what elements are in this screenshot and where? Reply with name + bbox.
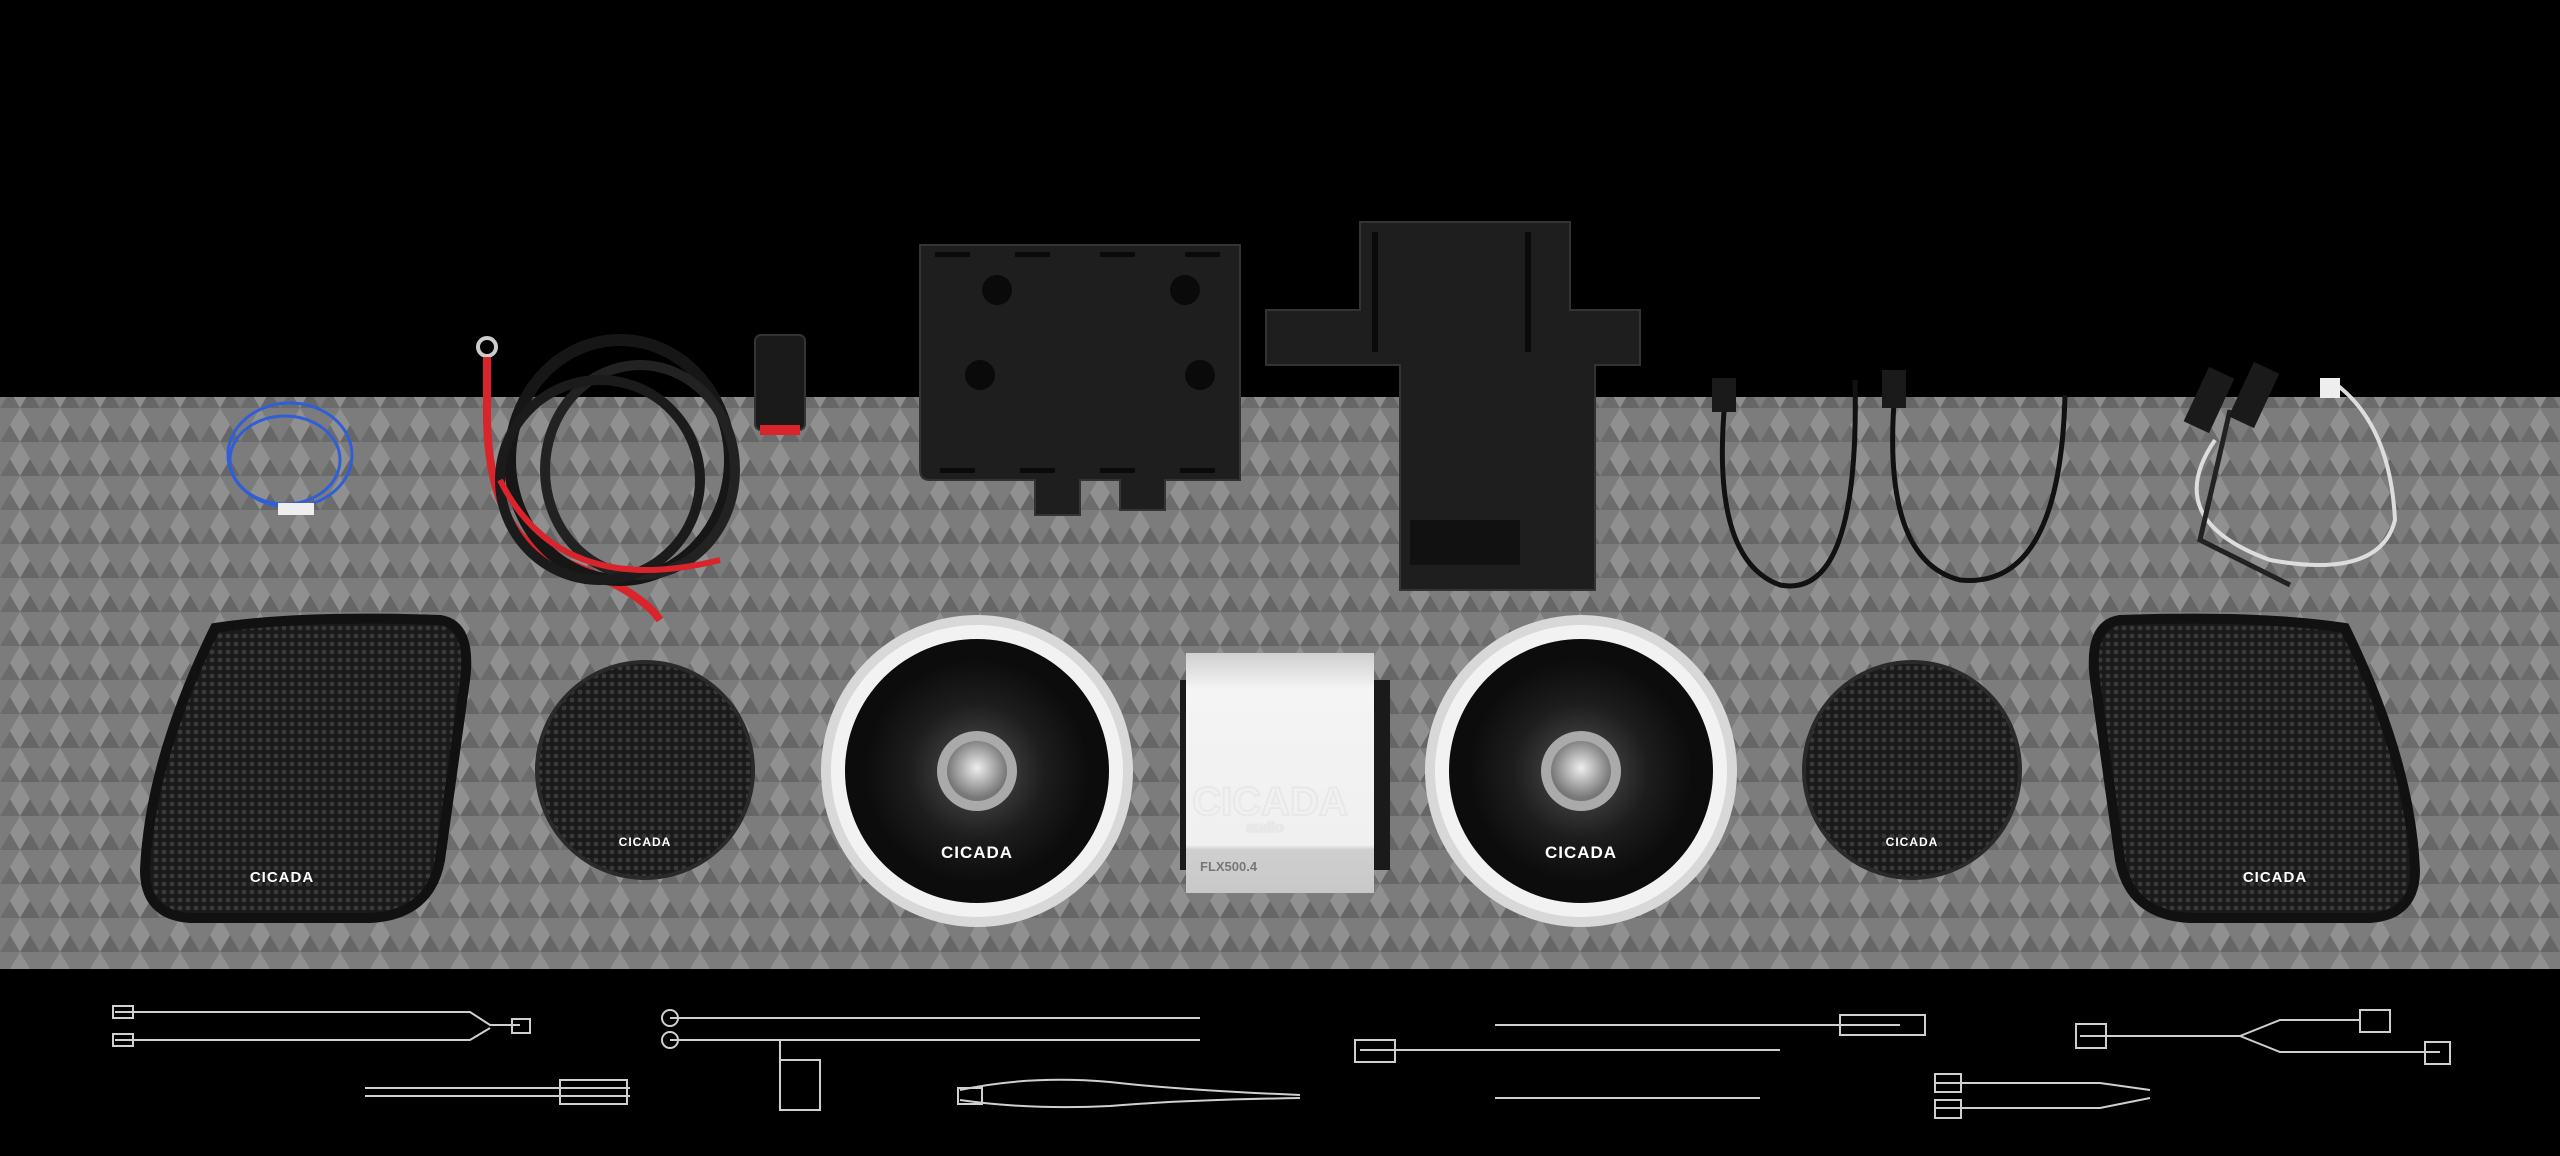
power-wire-harness [476,334,806,623]
speaker-logo: CICADA [941,843,1013,862]
right-coaxial-speaker: CICADA [1425,615,1737,927]
grille-logo: CICADA [1886,835,1939,849]
left-coaxial-speaker: CICADA [821,615,1133,927]
left-fairing-grille: CICADA [139,613,472,923]
grille-logo: CICADA [2243,869,2307,886]
right-round-grille: CICADA [1802,660,2022,880]
amplifier-model-label: FLX500.4 [1200,859,1258,874]
amplifier-mounting-plate [919,244,1241,516]
amplifier: CICADA audio FLX500.4 [1180,653,1390,893]
speaker-adapter-cables [1712,370,2068,589]
y-adapter-cable [2183,361,2398,588]
mounting-bracket [1265,221,1641,591]
grille-logo: CICADA [619,835,672,849]
left-round-grille: CICADA [535,660,755,880]
harness-line-drawings [112,1005,2451,1119]
blue-wire-harness [226,401,354,515]
speaker-logo: CICADA [1545,843,1617,862]
grille-logo: CICADA [250,869,314,886]
amplifier-logo-sub: audio [1246,819,1283,835]
amplifier-logo: CICADA [1192,780,1348,824]
right-fairing-grille: CICADA [2088,613,2421,923]
